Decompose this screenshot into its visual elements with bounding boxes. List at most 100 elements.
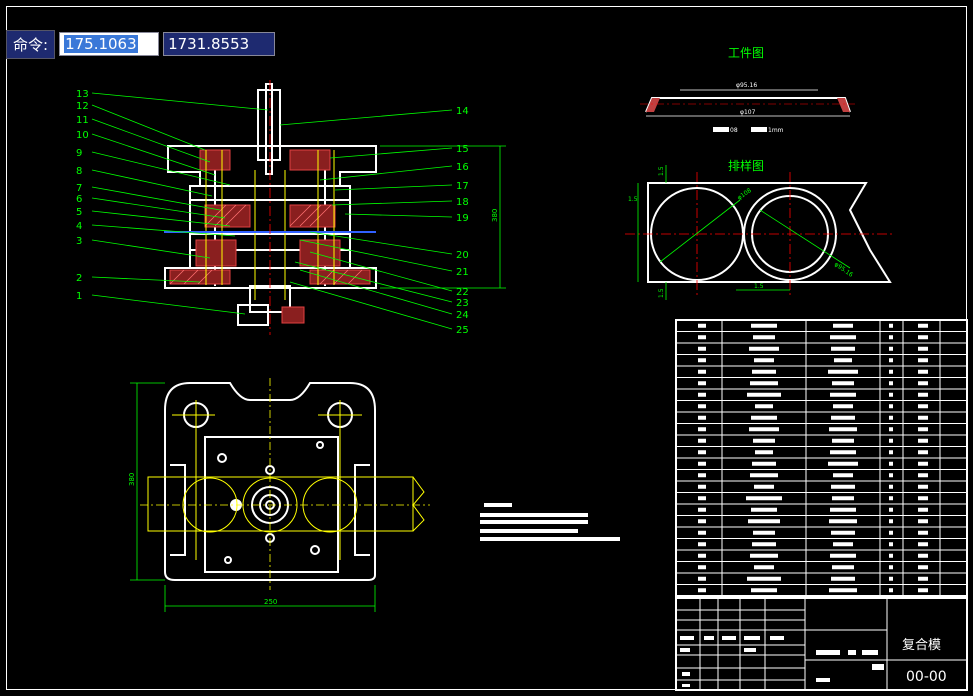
part-number-label: 7 [76, 183, 82, 194]
parts-table-cell-text [698, 323, 706, 328]
parts-table-cell-text [698, 530, 706, 535]
parts-table-cell-text [698, 404, 706, 409]
parts-table-cell-text [831, 530, 855, 535]
parts-table-cell-text [751, 507, 777, 512]
parts-table-cell-text [918, 381, 928, 386]
parts-table-cell-text [753, 530, 775, 535]
parts-list-table [675, 319, 968, 597]
parts-table-cell-text [889, 438, 893, 443]
parts-table-cell-text [889, 588, 893, 593]
parts-table-cell-text [830, 392, 856, 397]
parts-table-cell-text [755, 450, 773, 455]
parts-table-cell-text [698, 450, 706, 455]
part-number-label: 16 [456, 162, 469, 173]
y-coordinate-input[interactable]: 1731.8553 [163, 32, 276, 56]
parts-table-cell-text [831, 484, 855, 489]
parts-table-cell-text [698, 369, 706, 374]
parts-table-cell-text [832, 381, 854, 386]
layout-title: 排样图 [728, 158, 764, 173]
parts-table-cell-text [889, 392, 893, 397]
parts-table-cell-text [889, 461, 893, 466]
parts-table-cell-text [698, 565, 706, 570]
leader-line-right [299, 269, 453, 315]
parts-table-cell-text [698, 358, 706, 363]
leader-line-left [91, 104, 206, 151]
part-number-label: 9 [76, 148, 82, 159]
parts-table-cell-text [750, 473, 778, 478]
part-number-label: 19 [456, 213, 469, 224]
parts-table-cell-text [889, 415, 893, 420]
leader-line-left [91, 186, 221, 211]
parts-table-cell-text [832, 496, 854, 501]
parts-table-cell-text [748, 519, 780, 524]
parts-table-cell-text [698, 335, 706, 340]
parts-table-cell-text [918, 438, 928, 443]
part-number-label: 21 [456, 267, 469, 278]
parts-table-cell-text [889, 369, 893, 374]
leader-line-left [91, 197, 226, 219]
leader-line-left [91, 210, 231, 227]
parts-table-cell-text [889, 358, 893, 363]
parts-table-cell-text [833, 323, 853, 328]
plan-view: 380 250 [128, 378, 430, 612]
leader-line-right [329, 147, 453, 159]
part-number-label: 3 [76, 236, 82, 247]
parts-table-cell-text [754, 484, 774, 489]
part-number-label: 14 [456, 106, 469, 117]
leader-line-left [91, 92, 269, 111]
parts-table-cell-text [751, 323, 777, 328]
part-number-label: 2 [76, 273, 82, 284]
parts-table-cell-text [753, 335, 775, 340]
parts-table-cell-text [698, 588, 706, 593]
parts-table-cell-text [754, 565, 774, 570]
parts-table-cell-text [918, 542, 928, 547]
parts-table-cell-text [833, 542, 853, 547]
parts-table-cell-text [698, 576, 706, 581]
parts-table-cell-text [918, 323, 928, 328]
layout-dim-left: 1.5 [628, 196, 638, 203]
parts-table-cell-text [829, 519, 857, 524]
part-number-label: 20 [456, 250, 469, 261]
part-number-label: 22 [456, 287, 469, 298]
workpiece-note-b: 1mm [768, 127, 784, 134]
parts-table-cell-text [698, 507, 706, 512]
leader-line-left [91, 169, 213, 197]
parts-table-cell-text [889, 473, 893, 478]
parts-table-cell-text [918, 553, 928, 558]
parts-table-cell-text [752, 542, 776, 547]
part-number-label: 17 [456, 181, 469, 192]
part-number-label: 10 [76, 130, 89, 141]
parts-table-cell-text [831, 576, 855, 581]
parts-table-cell-text [830, 507, 856, 512]
parts-table-cell-text [889, 404, 893, 409]
parts-table-cell-text [889, 427, 893, 432]
parts-table-cell-text [918, 565, 928, 570]
parts-table-cell-text [918, 484, 928, 489]
assembly-section-view: 380 131211109876543211415161718192021222… [76, 80, 506, 336]
parts-table-cell-text [698, 484, 706, 489]
part-number-label: 11 [76, 115, 89, 126]
workpiece-title: 工件图 [728, 46, 764, 60]
parts-table-cell-text [698, 438, 706, 443]
parts-table-cell-text [889, 542, 893, 547]
x-coordinate-value: 175.1063 [64, 35, 138, 53]
parts-table-cell-text [889, 507, 893, 512]
layout-dim-gap: 1.5 [754, 283, 764, 290]
parts-table-cell-text [749, 427, 779, 432]
part-number-label: 25 [456, 325, 469, 336]
parts-table-cell-text [698, 473, 706, 478]
part-number-label: 6 [76, 194, 82, 205]
parts-table-cell-text [754, 358, 774, 363]
part-number-label: 15 [456, 144, 469, 155]
parts-table-cell-text [698, 519, 706, 524]
x-coordinate-input[interactable]: 175.1063 [59, 32, 160, 56]
parts-table-cell-text [918, 346, 928, 351]
technical-notes [480, 503, 620, 541]
parts-table-cell-text [755, 404, 773, 409]
strip-layout-drawing: 排样图 1.5 φ108 φ95.16 1.5 1.5 1.5 [625, 158, 895, 300]
parts-table-cell-text [918, 392, 928, 397]
part-number-label: 18 [456, 197, 469, 208]
parts-table-cell-text [747, 392, 781, 397]
leader-line-right [344, 213, 453, 218]
